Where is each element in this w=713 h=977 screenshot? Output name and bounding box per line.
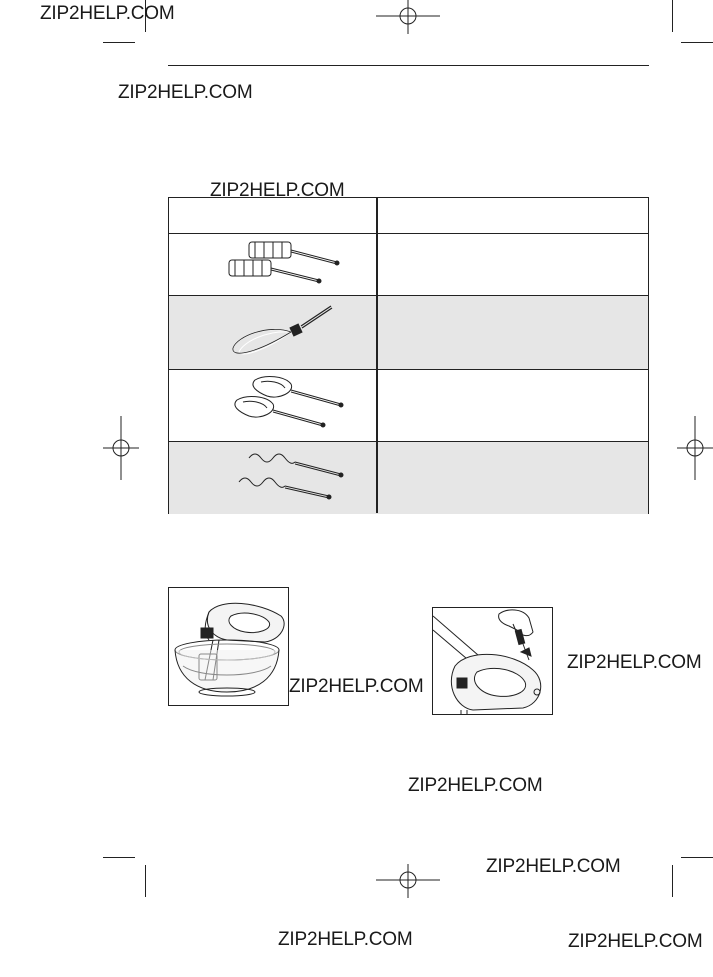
figure-mixer-on-bowl (168, 587, 289, 706)
figure-insert-beater (432, 607, 553, 715)
table-cell-image (169, 296, 376, 369)
watermark-text: ZIP2HELP.COM (210, 180, 345, 201)
crop-mark (681, 42, 713, 43)
watermark-text: ZIP2HELP.COM (289, 676, 424, 697)
table-cell-description (378, 234, 648, 295)
hand-inserting-beater-illustration (433, 609, 542, 714)
table-cell-description (378, 296, 648, 369)
table-row (169, 296, 648, 370)
watermark-text: ZIP2HELP.COM (40, 3, 175, 24)
table-column-divider (376, 198, 378, 513)
registration-target-left (103, 416, 139, 480)
watermark-text: ZIP2HELP.COM (568, 931, 703, 952)
table-cell-image (169, 234, 376, 295)
crop-mark (681, 857, 713, 858)
registration-target-right (677, 416, 713, 480)
wire-beaters-icon (234, 376, 344, 428)
table-cell-description (378, 442, 648, 514)
attachments-table (168, 197, 649, 514)
crop-mark (672, 0, 673, 32)
crop-mark (672, 865, 673, 897)
table-header-row (169, 198, 648, 234)
watermark-text: ZIP2HELP.COM (486, 856, 621, 877)
table-row (169, 370, 648, 442)
mixer-on-bowl-illustration (174, 602, 285, 697)
watermark-text: ZIP2HELP.COM (408, 775, 543, 796)
crop-mark (145, 865, 146, 897)
registration-target-bottom (376, 864, 440, 898)
watermark-text: ZIP2HELP.COM (567, 652, 702, 673)
watermark-text: ZIP2HELP.COM (118, 82, 253, 103)
beaters-icon (228, 241, 340, 284)
table-cell-description (378, 370, 648, 441)
table-header-left (169, 198, 376, 233)
table-row (169, 442, 648, 514)
table-cell-image (169, 370, 376, 441)
crop-mark (103, 857, 135, 858)
table-cell-image (169, 442, 376, 514)
crop-mark (103, 42, 135, 43)
watermark-text: ZIP2HELP.COM (278, 929, 413, 950)
registration-target-top (376, 0, 440, 34)
whisk-icon (232, 305, 333, 355)
header-rule (168, 65, 649, 66)
dough-hooks-icon (238, 453, 344, 500)
table-header-right (378, 198, 648, 233)
table-row (169, 234, 648, 296)
crop-mark (145, 0, 146, 32)
